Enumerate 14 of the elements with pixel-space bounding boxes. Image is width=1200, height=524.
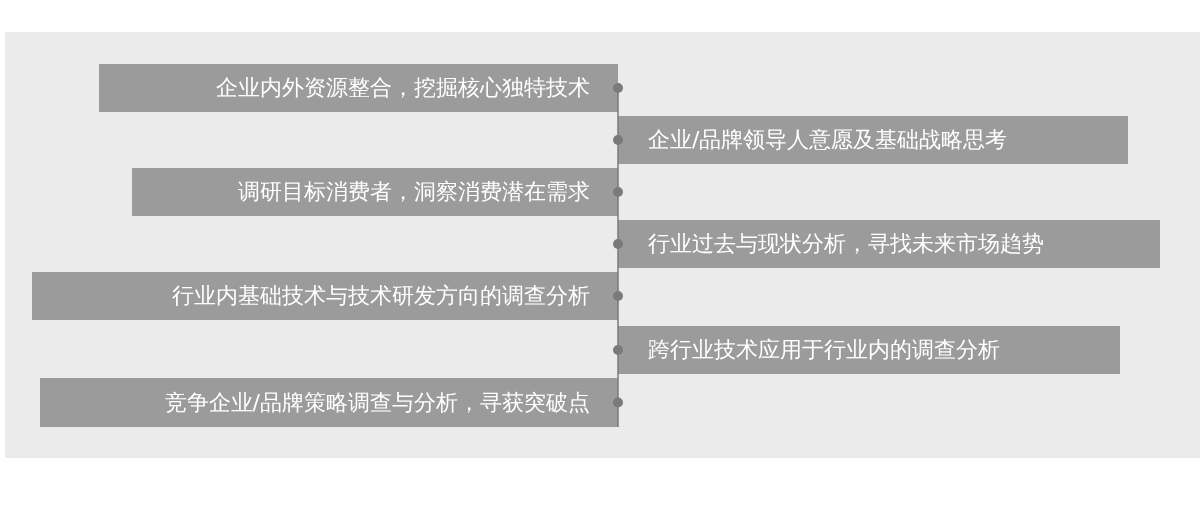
step-text: 行业过去与现状分析，寻找未来市场趋势 <box>648 230 1044 258</box>
step-text: 调研目标消费者，洞察消费潜在需求 <box>238 178 590 206</box>
step-text: 企业内外资源整合，挖掘核心独特技术 <box>216 74 590 102</box>
step-text: 竞争企业/品牌策略调查与分析，寻获突破点 <box>164 388 590 417</box>
text-bar <box>618 116 1128 164</box>
text-bar <box>618 220 1160 268</box>
text-bar <box>99 64 618 112</box>
step-text: 跨行业技术应用于行业内的调查分析 <box>648 336 1000 364</box>
text-bar <box>618 326 1120 374</box>
text-bar <box>40 378 618 427</box>
text-bar <box>32 272 618 320</box>
text-bar <box>132 168 618 216</box>
step-text: 企业/品牌领导人意愿及基础战略思考 <box>648 126 1008 154</box>
step-text: 行业内基础技术与技术研发方向的调查分析 <box>172 282 590 310</box>
